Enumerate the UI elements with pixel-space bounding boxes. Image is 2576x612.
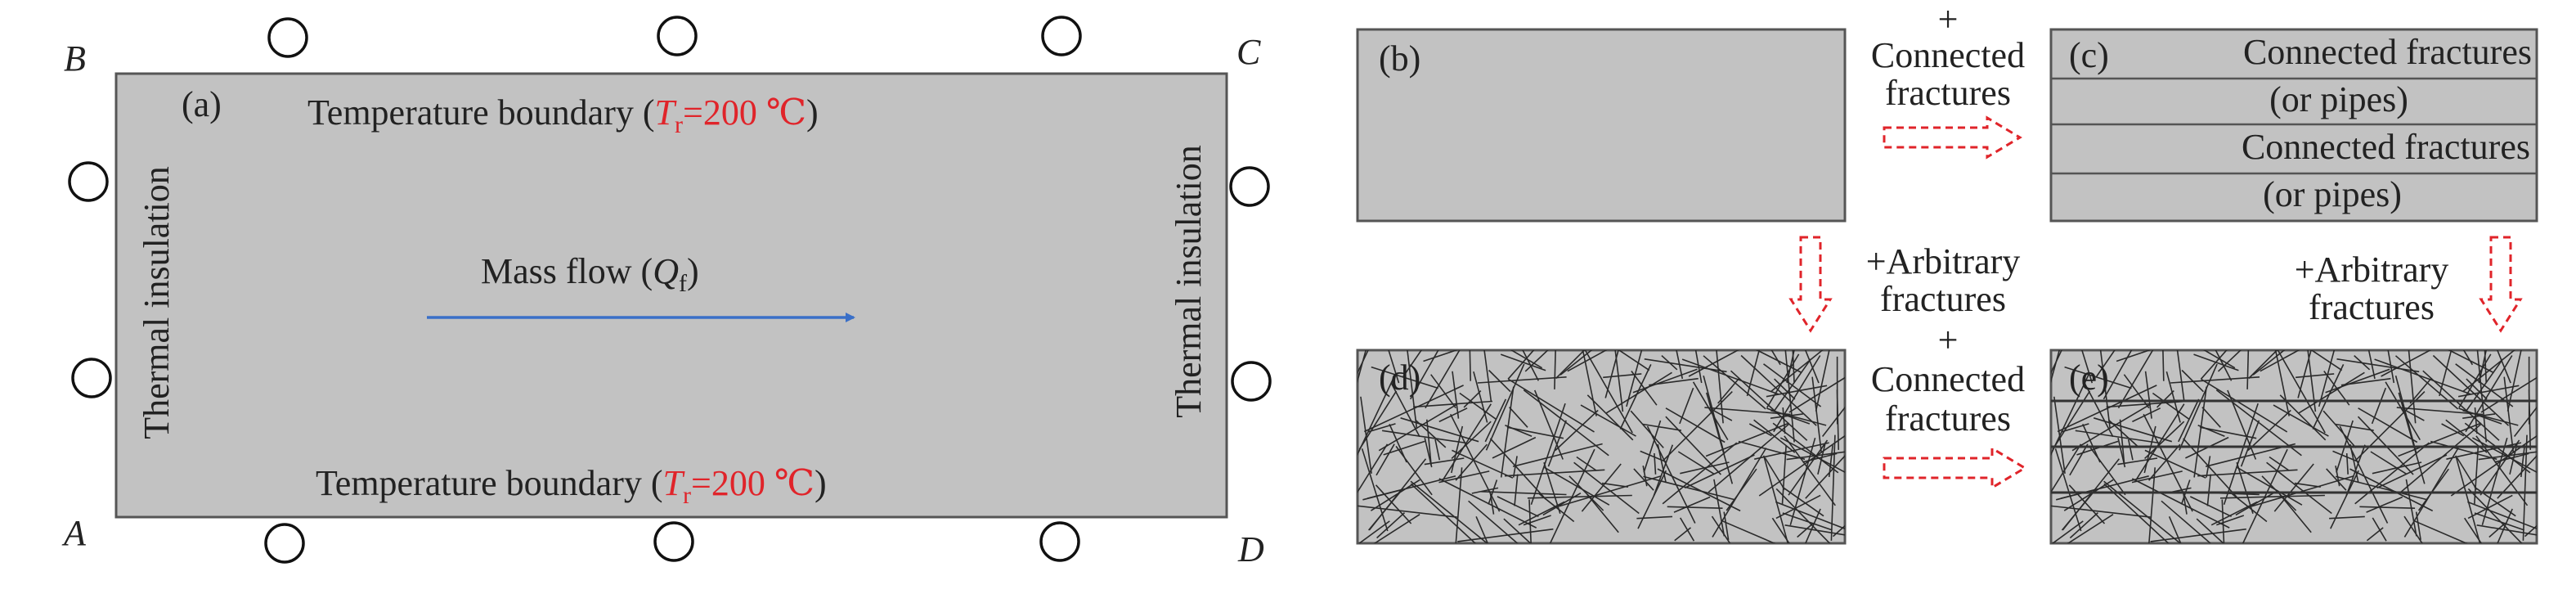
boundary-circle [70, 163, 107, 200]
boundary-circle [658, 17, 696, 55]
boundary-circle [266, 524, 303, 562]
step-c-to-e-line-1: +Arbitrary [2295, 250, 2449, 290]
panel-c-row-3: Connected fractures [2242, 127, 2530, 167]
boundary-circle [1041, 523, 1079, 560]
step-b-to-c: + Connected fractures [1871, 0, 2025, 157]
step-c-to-e: +Arbitrary fractures [2295, 237, 2520, 331]
mass-flow-label: Mass flow (Qf) [481, 251, 699, 297]
panel-label-b: (b) [1379, 38, 1420, 79]
boundary-circle [1231, 168, 1268, 205]
step-c-to-e-line-2: fractures [2309, 287, 2435, 327]
left-thermal-insulation: Thermal insulation [137, 166, 177, 439]
panel-label-d: (d) [1379, 358, 1420, 398]
step-d-to-e: + Connected fractures [1871, 320, 2025, 488]
boundary-circle [1043, 17, 1080, 55]
panel-d: (d) [1332, 309, 1888, 565]
boundary-circle [655, 523, 693, 560]
step-b-to-d-line-1: +Arbitrary [1866, 241, 2021, 281]
step-b-to-c-line-3: fractures [1885, 73, 2011, 113]
domain-rectangle [116, 74, 1227, 517]
boundary-circle [1232, 362, 1270, 400]
panel-b: (b) [1358, 29, 1845, 221]
panel-c: (c) Connected fractures (or pipes) Conne… [2051, 29, 2537, 221]
panel-label-c: (c) [2069, 35, 2109, 75]
panel-label-a: (a) [182, 84, 222, 124]
panel-e: (e) [2026, 309, 2576, 565]
step-arrow-down [2481, 237, 2520, 331]
step-b-to-d: +Arbitrary fractures [1791, 237, 2020, 331]
step-d-to-e-line-1: + [1938, 320, 1959, 360]
top-temperature-boundary: Temperature boundary (Tr=200 ℃) [307, 92, 819, 138]
right-thermal-insulation: Thermal insulation [1169, 145, 1209, 418]
corner-label-d: D [1237, 529, 1264, 569]
step-arrow-down [1791, 237, 1830, 331]
corner-label-b: B [64, 38, 86, 79]
boundary-circle [269, 19, 307, 56]
panel-c-row-2: (or pipes) [2269, 79, 2408, 119]
corner-label-a: A [61, 513, 87, 553]
step-arrow-right [1884, 448, 2025, 488]
corner-label-c: C [1236, 32, 1261, 72]
panel-c-row-1: Connected fractures [2243, 32, 2532, 72]
step-d-to-e-line-2: Connected [1871, 359, 2025, 399]
step-arrow-right [1884, 118, 2020, 157]
step-d-to-e-line-3: fractures [1885, 398, 2011, 439]
step-b-to-c-line-2: Connected [1871, 35, 2025, 75]
panel-a: B C A D (a) Temperature boundary (Tr=200… [61, 17, 1270, 569]
boundary-circle [73, 359, 110, 397]
step-b-to-c-line-1: + [1938, 0, 1959, 39]
bottom-temperature-boundary: Temperature boundary (Tr=200 ℃) [316, 463, 827, 509]
panel-c-row-4: (or pipes) [2263, 174, 2402, 214]
panel-label-e: (e) [2069, 358, 2109, 398]
panel-b-rectangle [1358, 29, 1845, 221]
step-b-to-d-line-2: fractures [1880, 279, 2006, 319]
